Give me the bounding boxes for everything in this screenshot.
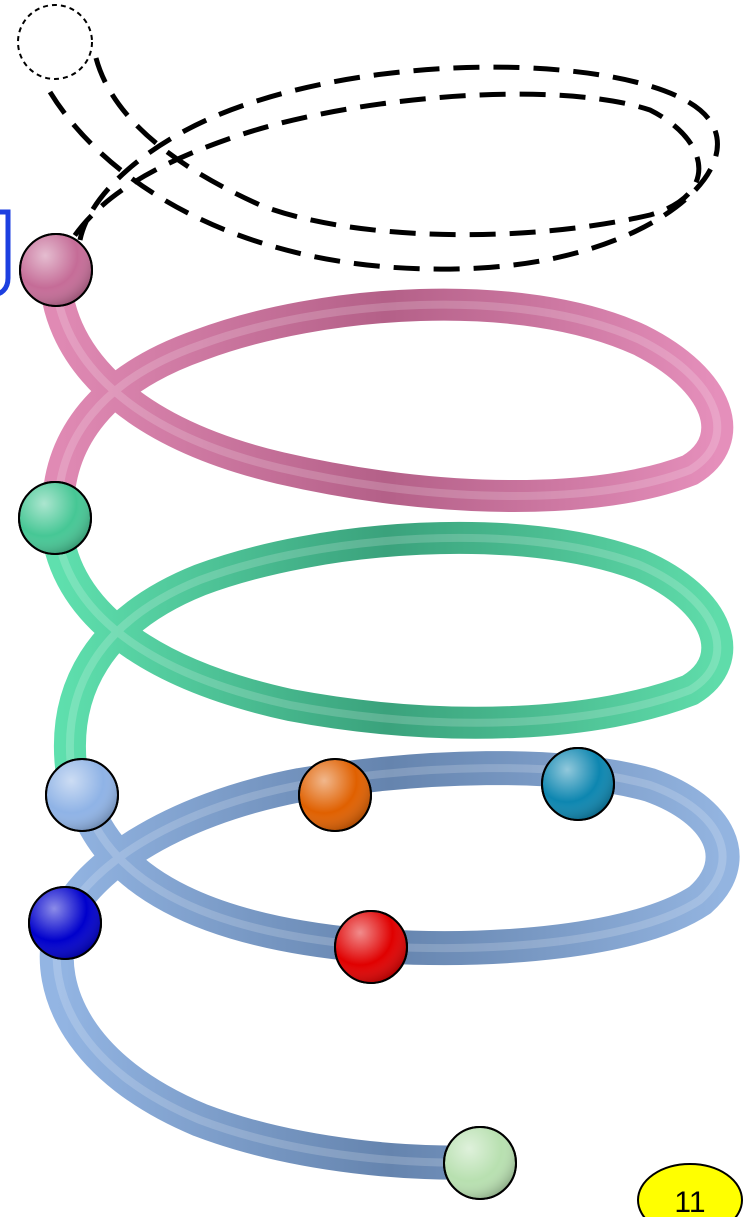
- page-number-badge: 11: [637, 1163, 743, 1217]
- orange-node: [298, 758, 372, 832]
- dashed-coil-inner: [65, 57, 702, 248]
- page-number: 11: [674, 1186, 705, 1217]
- light-blue-node: [45, 758, 119, 832]
- blue-node: [28, 886, 102, 960]
- pink-coil: [39, 269, 734, 512]
- empty-top-node: [17, 4, 93, 80]
- red-node: [334, 910, 408, 984]
- pink-node: [19, 233, 93, 307]
- dashed-coil: [47, 57, 720, 272]
- light-green-node: [443, 1126, 517, 1200]
- left-edge-glyph: [0, 209, 11, 296]
- dashed-coil-outer: [47, 64, 720, 272]
- teal-node: [541, 747, 615, 821]
- green-node: [18, 481, 92, 555]
- nodes: [17, 4, 615, 1200]
- green-coil: [40, 518, 734, 778]
